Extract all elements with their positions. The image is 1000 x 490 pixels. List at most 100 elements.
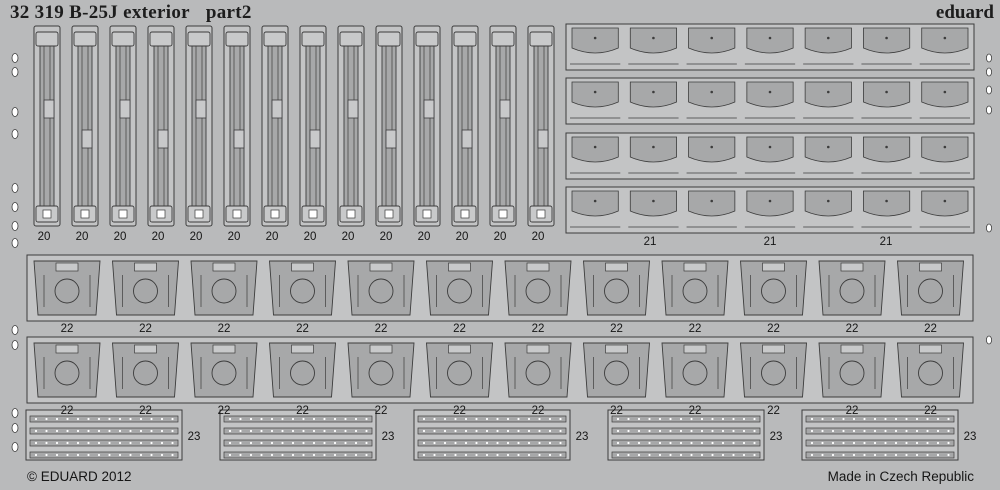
part-20-label: 20 [455,231,469,243]
part-23 [25,409,183,461]
edge-hole [11,408,19,418]
part-22-label: 22 [924,323,937,335]
part-21-cell [863,136,911,163]
part-21-cell [629,81,677,108]
part-21-cell [921,81,969,108]
part-21-cell [746,27,794,54]
part-21-label: 21 [643,236,657,248]
part-23 [219,409,377,461]
part-22-label: 22 [139,405,152,417]
part-23-label: 23 [187,431,201,443]
part-22-label: 22 [60,405,74,417]
part-21-cell [571,27,619,54]
part-20-label: 20 [151,231,165,243]
part-23 [413,409,571,461]
part-23 [607,409,765,461]
part-21-cell [688,136,736,163]
part-22-frame [26,336,974,404]
part-20-label: 20 [493,231,507,243]
part-21-cell [804,81,852,108]
part-21-cell [571,81,619,108]
part-21-cell [921,136,969,163]
part-22 [190,342,258,398]
part-22 [269,342,336,398]
part-22 [112,260,179,316]
part-22 [897,260,964,316]
part-22 [897,342,964,398]
part-22 [740,342,807,398]
part-22-label: 22 [453,323,466,335]
part-21-cell [571,190,619,217]
part-21-label: 21 [763,236,777,248]
brand-logo-text: eduard [935,2,994,23]
part-20 [261,25,289,227]
edge-hole [11,129,19,139]
part-22-label: 22 [374,405,388,417]
part-20 [71,25,99,227]
part-22 [347,342,415,398]
part-22 [112,342,179,398]
part-21-cell [688,27,736,54]
part-21-frame [565,186,975,234]
edge-hole [11,53,19,63]
part-21-cell [921,190,969,217]
part-22 [347,260,415,316]
part-20-label: 20 [113,231,127,243]
part-22 [818,342,886,398]
part-21-label: 21 [879,236,893,248]
part-22-frame [26,254,974,322]
part-22 [33,260,101,316]
part-20-label: 20 [303,231,317,243]
part-20 [527,25,555,227]
copyright-text: © EDUARD 2012 [27,469,132,484]
part-21-frame [565,132,975,180]
part-20 [337,25,365,227]
part-20-label: 20 [75,231,89,243]
part-20-label: 20 [265,231,279,243]
part-20-label: 20 [227,231,241,243]
part-21-cell [863,190,911,217]
part-20 [185,25,213,227]
edge-hole [11,238,19,248]
part-22-label: 22 [845,323,859,335]
edge-hole [11,221,19,231]
part-22-label: 22 [610,323,623,335]
part-23-label: 23 [963,431,977,443]
part-21-cell [629,27,677,54]
part-22 [740,260,807,316]
part-23-label: 23 [381,431,395,443]
part-21-cell [629,136,677,163]
edge-hole [11,442,19,452]
origin-text: Made in Czech Republic [827,469,974,484]
part-22-label: 22 [374,323,388,335]
part-20-label: 20 [417,231,431,243]
part-20 [489,25,517,227]
part-22 [504,260,572,316]
part-22 [269,260,336,316]
part-21-cell [688,81,736,108]
part-22-label: 22 [688,323,702,335]
part-21-cell [629,190,677,217]
part-20-label: 20 [189,231,203,243]
part-22-label: 22 [767,323,780,335]
part-22-label: 22 [924,405,937,417]
part-20-label: 20 [341,231,355,243]
part-22 [33,342,101,398]
part-22 [583,260,650,316]
part-21-cell [746,136,794,163]
set-subtitle: part2 [205,2,252,23]
part-20 [299,25,327,227]
part-21-cell [921,27,969,54]
edge-hole [11,202,19,212]
part-22 [661,260,729,316]
edge-hole [11,423,19,433]
part-20-label: 20 [531,231,545,243]
part-23-label: 23 [575,431,589,443]
part-22-label: 22 [139,323,152,335]
part-22-label: 22 [610,405,623,417]
part-21-cell [804,190,852,217]
set-title: 32 319 B-25J exterior [10,2,190,23]
part-20 [147,25,175,227]
part-20 [33,25,61,227]
edge-hole [986,105,993,115]
